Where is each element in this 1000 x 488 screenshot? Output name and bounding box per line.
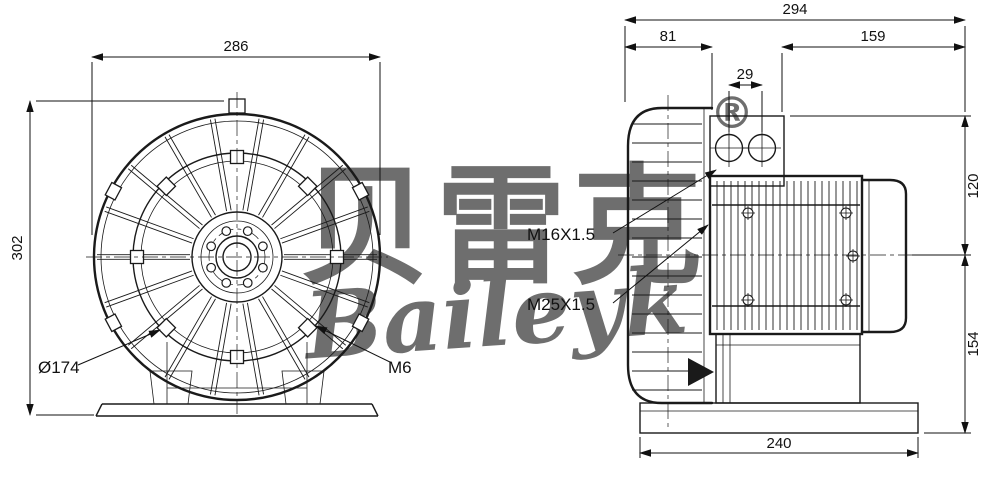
hub-bolts [206, 226, 268, 288]
watermark-latin-text: Baileyk [298, 246, 691, 381]
housing-width-value: 81 [660, 28, 677, 45]
m25-value: M25X1.5 [527, 295, 595, 314]
side-total-width-value: 294 [782, 1, 807, 18]
base-left-edge [95, 403, 103, 417]
diameter-value: Ø174 [38, 358, 80, 377]
guard-clips [104, 149, 370, 365]
gland-spacing-value: 29 [737, 66, 754, 83]
blower-housing-profile [626, 106, 714, 405]
housing-fins [632, 123, 702, 391]
base-width-value: 240 [766, 435, 791, 452]
outlet-marker [688, 358, 714, 386]
side-base-plate [639, 402, 919, 434]
terminal-box [709, 115, 785, 187]
lower-height-value: 154 [965, 331, 982, 356]
m16-value: M16X1.5 [527, 225, 595, 244]
front-view [86, 92, 388, 417]
front-width-value: 286 [223, 38, 248, 55]
dim-front-height: 302 [9, 100, 224, 416]
motor-screws [741, 206, 860, 307]
dim-housing-width: 81 [624, 28, 713, 110]
m6-value: M6 [388, 358, 412, 377]
label-impeller-diameter: Ø174 [38, 329, 161, 377]
dimensions: 286 302 Ø174 M6 294 [9, 1, 982, 458]
motor-width-value: 159 [860, 28, 885, 45]
dim-front-width: 286 [91, 38, 381, 235]
dim-side-total-width: 294 [624, 1, 966, 112]
watermark: 贝雷克 ® Baileyk [298, 88, 754, 381]
upper-height-value: 120 [965, 173, 982, 198]
label-m16-gland: M16X1.5 [527, 169, 717, 244]
motor-end-cap [860, 178, 908, 334]
label-m25-gland: M25X1.5 [527, 224, 709, 314]
base-right-edge [371, 403, 379, 417]
dim-gland-spacing: 29 [728, 66, 763, 132]
dim-lower-height: 154 [924, 254, 982, 434]
dim-base-width: 240 [639, 435, 919, 458]
dim-motor-width: 159 [781, 28, 966, 112]
watermark-chinese-text: 贝雷克 [300, 151, 708, 303]
front-height-value: 302 [9, 235, 26, 260]
registered-trademark-icon: ® [710, 88, 754, 139]
dim-upper-height: 120 [790, 115, 982, 256]
side-view [618, 95, 928, 434]
motor-fins [716, 181, 858, 330]
label-m6-thread: M6 [315, 325, 412, 377]
silencer-block [715, 333, 861, 404]
